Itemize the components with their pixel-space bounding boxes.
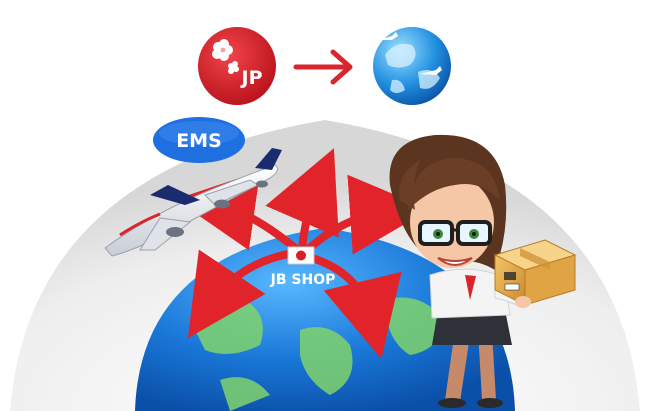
shipping-arrows bbox=[175, 148, 430, 359]
world-globe-icon bbox=[373, 27, 451, 105]
ems-label: EMS bbox=[176, 130, 222, 152]
jb-shop-marker: JB SHOP bbox=[270, 246, 336, 288]
cherry-blossom-icon bbox=[212, 39, 239, 74]
japan-cherry-blossom-badge: JP bbox=[198, 27, 276, 105]
courier-woman-character bbox=[389, 134, 577, 408]
jb-shop-label: JB SHOP bbox=[270, 272, 336, 288]
jp-label: JP bbox=[240, 67, 263, 89]
ems-badge: EMS bbox=[153, 117, 245, 163]
airplane-icon bbox=[104, 148, 282, 257]
arrow-right-icon bbox=[293, 49, 353, 85]
cardboard-box-icon bbox=[493, 239, 577, 306]
